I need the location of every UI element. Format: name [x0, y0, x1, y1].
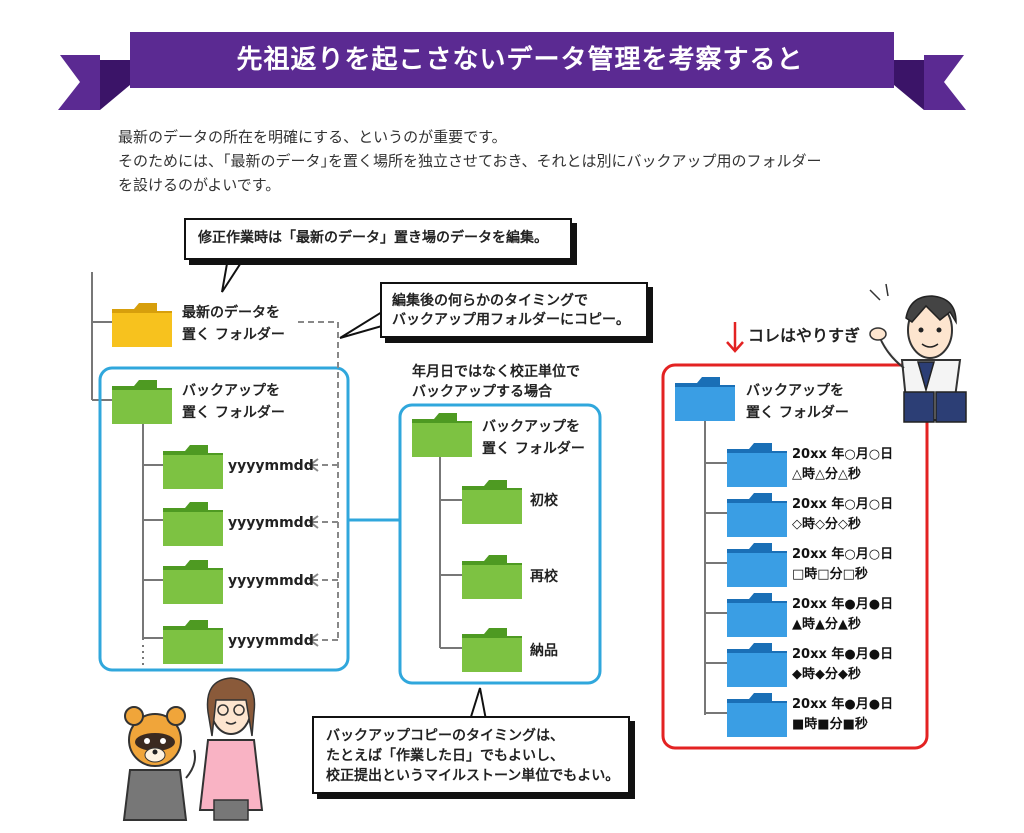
folder-icon-timestamp-2: [727, 493, 787, 537]
middle-caption-line-2: バックアップする場合: [412, 384, 552, 400]
yyyymmdd-label-1: yyyymmdd: [228, 458, 314, 474]
too-much-label: コレはやりすぎ: [748, 326, 861, 345]
banner-left-fold: [100, 60, 130, 110]
timestamp-label-5: 20xx 年●月●日 ◆時◆分◆秒: [792, 645, 893, 685]
backup-folder-label-left: バックアップを 置く フォルダー: [182, 380, 285, 424]
callout-edit-tail: [221, 257, 246, 293]
folder-icon-backup-right: [675, 377, 735, 421]
backup-folder-label-right: バックアップを 置く フォルダー: [746, 380, 849, 424]
latest-folder-label-line-1: 最新のデータを: [182, 305, 280, 321]
timestamp-label-4: 20xx 年●月●日 ▲時▲分▲秒: [792, 595, 893, 635]
timestamp-2-time: ◇時◇分◇秒: [792, 517, 861, 532]
folder-icon-yyyymmdd-4: [163, 620, 223, 664]
folder-icon-second-proof: [462, 555, 522, 599]
backup-folder-label-right-line-2: 置く フォルダー: [746, 405, 849, 421]
latest-folder-label: 最新のデータを 置く フォルダー: [182, 302, 285, 346]
folder-icon-first-proof: [462, 480, 522, 524]
copy-dashed-line: [298, 321, 339, 641]
callout-copy: 編集後の何らかのタイミングで バックアップ用フォルダーにコピー。: [380, 282, 648, 338]
folder-icon-yyyymmdd-1: [163, 445, 223, 489]
banner-body: [130, 32, 894, 88]
callout-timing-line-2: たとえば「作業した日」でもよいし、: [326, 748, 564, 764]
page-title: 先祖返りを起こさないデータ管理を考察すると: [236, 45, 804, 75]
folder-icon-timestamp-3: [727, 543, 787, 587]
raccoon-dog-illustration: [122, 706, 196, 821]
right-tree-lines: [704, 415, 727, 715]
latest-folder-label-line-2: 置く フォルダー: [182, 327, 285, 343]
backup-folder-label-left-line-2: 置く フォルダー: [182, 405, 285, 421]
intro-line-1: 最新のデータの所在を明確にする、というのが重要です。: [118, 128, 507, 146]
banner-right-fold: [894, 60, 924, 110]
timestamp-1-time: △時△分△秒: [792, 467, 861, 482]
middle-caption: 年月日ではなく校正単位で バックアップする場合: [412, 362, 580, 402]
callout-copy-line-1: 編集後の何らかのタイミングで: [392, 293, 588, 309]
timestamp-label-2: 20xx 年○月○日 ◇時◇分◇秒: [792, 495, 893, 535]
callout-copy-tail: [339, 310, 383, 339]
folder-icon-yyyymmdd-3: [163, 560, 223, 604]
timestamp-label-3: 20xx 年○月○日 □時□分□秒: [792, 545, 893, 585]
right-too-much-frame: [661, 363, 929, 750]
middle-backup-frame: [398, 403, 602, 685]
folder-icon-backup-left: [112, 380, 172, 424]
copy-arrowheads: [308, 458, 319, 647]
timestamp-6-time: ■時■分■秒: [792, 717, 868, 732]
callout-edit: 修正作業時は「最新のデータ」置き場のデータを編集。: [184, 218, 572, 260]
intro-line-2: そのためには、｢最新のデータ｣を置く場所を独立させておき、それとは別にバックアッ…: [118, 152, 822, 170]
callout-timing-line-3: 校正提出というマイルストーン単位でもよい。: [326, 768, 620, 784]
timestamp-3-time: □時□分□秒: [792, 567, 868, 582]
backup-folder-label-left-line-1: バックアップを: [182, 383, 280, 399]
yyyymmdd-label-2: yyyymmdd: [228, 515, 314, 531]
timestamp-label-6: 20xx 年●月●日 ■時■分■秒: [792, 695, 893, 735]
first-proof-label: 初校: [530, 493, 558, 509]
middle-tree-lines: [439, 455, 462, 649]
callout-timing: バックアップコピーのタイミングは、 たとえば「作業した日」でもよいし、 校正提出…: [312, 716, 630, 794]
banner-left-tail: [58, 55, 100, 110]
folder-icon-timestamp-4: [727, 593, 787, 637]
title-banner: [58, 32, 966, 110]
yyyymmdd-label-4: yyyymmdd: [228, 633, 314, 649]
timestamp-4-date: 20xx 年●月●日: [792, 597, 894, 612]
middle-caption-line-1: 年月日ではなく校正単位で: [412, 364, 580, 380]
folder-icon-timestamp-5: [727, 643, 787, 687]
callout-copy-line-2: バックアップ用フォルダーにコピー。: [392, 312, 630, 328]
timestamp-5-date: 20xx 年●月●日: [792, 647, 894, 662]
timestamp-5-time: ◆時◆分◆秒: [792, 667, 861, 682]
folder-icon-latest: [112, 303, 172, 347]
folder-icon-timestamp-6: [727, 693, 787, 737]
down-arrow-icon: [726, 322, 744, 353]
woman-illustration: [198, 677, 264, 821]
backup-folder-label-middle-line-2: 置く フォルダー: [482, 441, 585, 457]
timestamp-1-date: 20xx 年○月○日: [792, 447, 894, 462]
timestamp-4-time: ▲時▲分▲秒: [792, 617, 861, 632]
left-tree-lines: [91, 272, 163, 640]
timestamp-3-date: 20xx 年○月○日: [792, 547, 894, 562]
callout-timing-line-1: バックアップコピーのタイミングは、: [326, 728, 564, 744]
delivery-label: 納品: [530, 643, 558, 659]
timestamp-label-1: 20xx 年○月○日 △時△分△秒: [792, 445, 893, 485]
backup-folder-label-right-line-1: バックアップを: [746, 383, 844, 399]
backup-folder-label-middle-line-1: バックアップを: [482, 419, 580, 435]
folder-icon-backup-middle: [412, 413, 472, 457]
folder-icon-yyyymmdd-2: [163, 502, 223, 546]
intro-line-3: を設けるのがよいです。: [118, 176, 281, 194]
folder-icon-delivery: [462, 628, 522, 672]
businessman-illustration: [869, 283, 967, 423]
folder-icon-timestamp-1: [727, 443, 787, 487]
timestamp-2-date: 20xx 年○月○日: [792, 497, 894, 512]
banner-right-tail: [924, 55, 966, 110]
callout-edit-text: 修正作業時は「最新のデータ」置き場のデータを編集。: [198, 230, 548, 246]
second-proof-label: 再校: [530, 569, 558, 585]
yyyymmdd-label-3: yyyymmdd: [228, 573, 314, 589]
backup-folder-label-middle: バックアップを 置く フォルダー: [482, 416, 585, 460]
timestamp-6-date: 20xx 年●月●日: [792, 697, 894, 712]
